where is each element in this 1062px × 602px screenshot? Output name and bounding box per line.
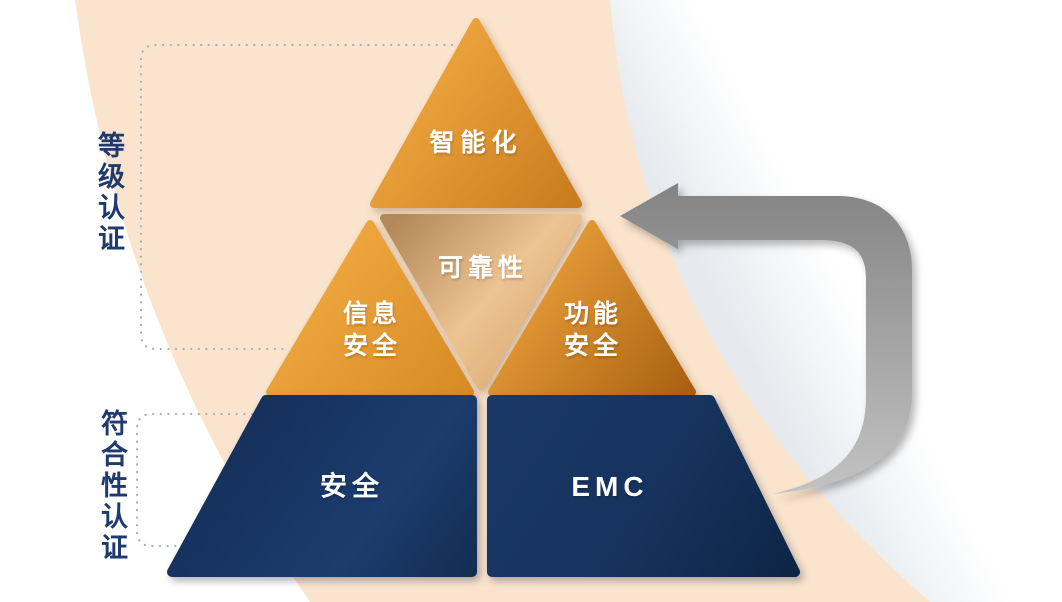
upper-dotted-bracket (139, 43, 454, 351)
label-information-security-line2: 安全 (342, 332, 402, 360)
pyramid-middle-left-triangle (266, 220, 474, 396)
pyramid-middle-right-triangle (488, 220, 696, 396)
label-information-security: 信息 安全 (343, 298, 401, 362)
label-compliance-certification: 符合性认证 (97, 409, 127, 564)
label-intelligence: 智能化 (429, 129, 523, 157)
pyramid-bottom-right-trapezoid (487, 395, 800, 577)
lower-dotted-bracket (135, 412, 254, 548)
label-information-security-line1: 信息 (342, 300, 402, 328)
label-level-certification: 等级认证 (94, 131, 124, 255)
label-functional-safety-line2: 安全 (563, 332, 623, 360)
cycle-arrow-icon (620, 183, 912, 494)
label-reliability: 可靠性 (437, 254, 529, 282)
pyramid-center-inverted-triangle (380, 214, 582, 390)
label-safety: 安全 (320, 471, 384, 502)
pyramid-bottom-left-trapezoid (167, 395, 477, 577)
label-functional-safety-line1: 功能 (563, 300, 623, 328)
label-emc: EMC (571, 471, 649, 503)
label-functional-safety: 功能 安全 (564, 298, 622, 362)
pyramid-top-triangle (370, 18, 582, 208)
